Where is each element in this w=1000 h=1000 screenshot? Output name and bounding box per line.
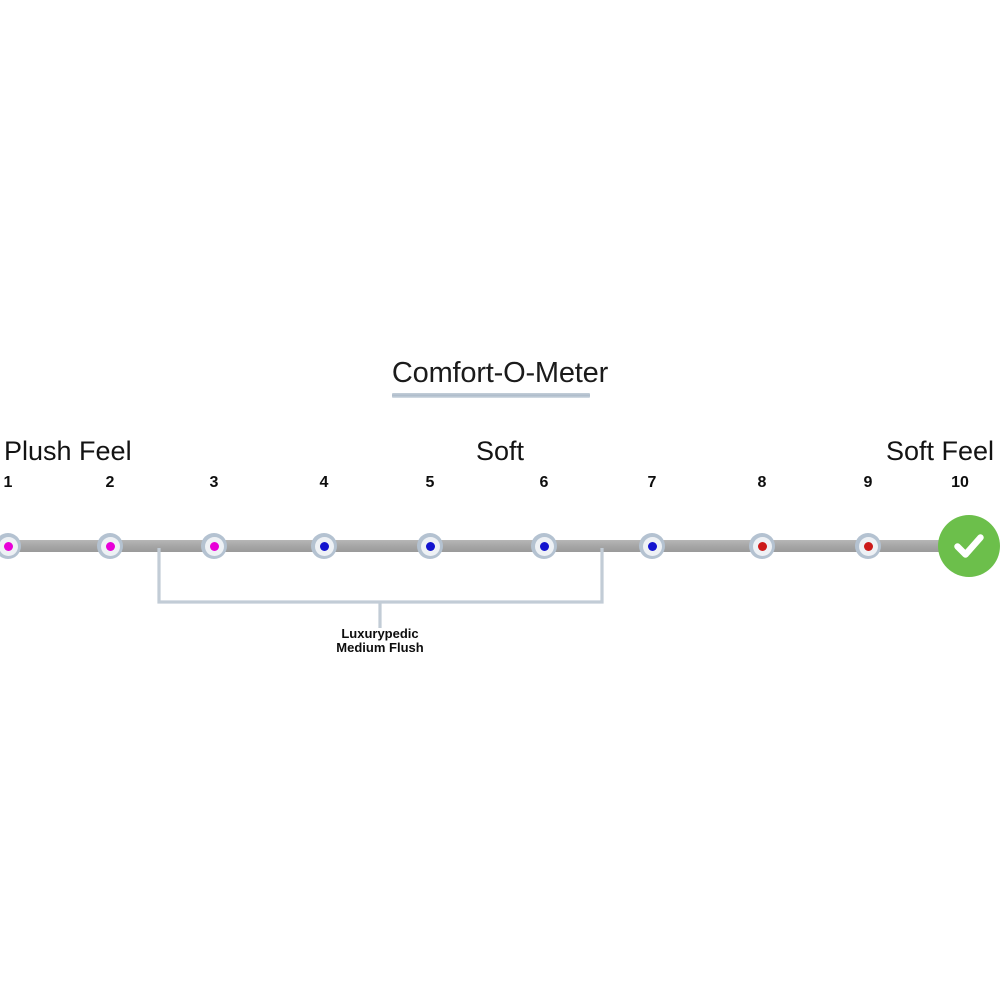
scale-marker-7[interactable]	[639, 533, 665, 559]
tick-label-2: 2	[105, 474, 115, 491]
annotation-label-line1: Luxurypedic	[341, 626, 419, 641]
marker-dot	[539, 541, 549, 551]
tick-label-6: 6	[539, 474, 549, 491]
marker-dot	[319, 541, 329, 551]
tick-label-4: 4	[319, 474, 329, 491]
scale-marker-6[interactable]	[531, 533, 557, 559]
tick-label-7: 7	[647, 474, 657, 491]
marker-ring-inner	[642, 536, 662, 556]
marker-dot	[425, 541, 435, 551]
marker-ring-inner	[534, 536, 554, 556]
tick-label-9: 9	[863, 474, 873, 491]
check-circle-endpoint[interactable]	[938, 515, 1000, 577]
scale-marker-2[interactable]	[97, 533, 123, 559]
scale-marker-1[interactable]	[0, 533, 21, 559]
marker-ring-inner	[752, 536, 772, 556]
annotation-label: Luxurypedic Medium Flush	[250, 627, 510, 654]
marker-ring-inner	[858, 536, 878, 556]
scale-marker-4[interactable]	[311, 533, 337, 559]
marker-ring-inner	[0, 536, 18, 556]
tick-label-3: 3	[209, 474, 219, 491]
marker-ring-inner	[314, 536, 334, 556]
marker-dot	[647, 541, 657, 551]
tick-label-5: 5	[425, 474, 435, 491]
marker-ring-inner	[204, 536, 224, 556]
anchor-label-middle: Soft	[475, 436, 525, 466]
tick-label-1: 1	[3, 474, 13, 491]
page-title: Comfort-O-Meter	[391, 357, 609, 389]
scale-marker-3[interactable]	[201, 533, 227, 559]
tick-label-10: 10	[951, 474, 969, 491]
marker-dot	[863, 541, 873, 551]
annotation-bracket	[157, 548, 604, 628]
marker-dot	[757, 541, 767, 551]
marker-dot	[105, 541, 115, 551]
scale-track	[0, 540, 952, 552]
anchor-label-right: Soft Feel	[885, 436, 994, 466]
title-underline	[392, 393, 590, 398]
annotation-label-line2: Medium Flush	[336, 639, 424, 655]
scale-marker-9[interactable]	[855, 533, 881, 559]
scale-marker-5[interactable]	[417, 533, 443, 559]
anchor-label-left: Plush Feel	[4, 436, 132, 466]
marker-dot	[209, 541, 219, 551]
marker-ring-inner	[100, 536, 120, 556]
title-block: Comfort-O-Meter	[0, 356, 1000, 390]
marker-dot	[3, 541, 13, 551]
scale-marker-8[interactable]	[749, 533, 775, 559]
tick-label-8: 8	[757, 474, 767, 491]
marker-ring-inner	[420, 536, 440, 556]
check-circle-icon	[954, 534, 984, 558]
